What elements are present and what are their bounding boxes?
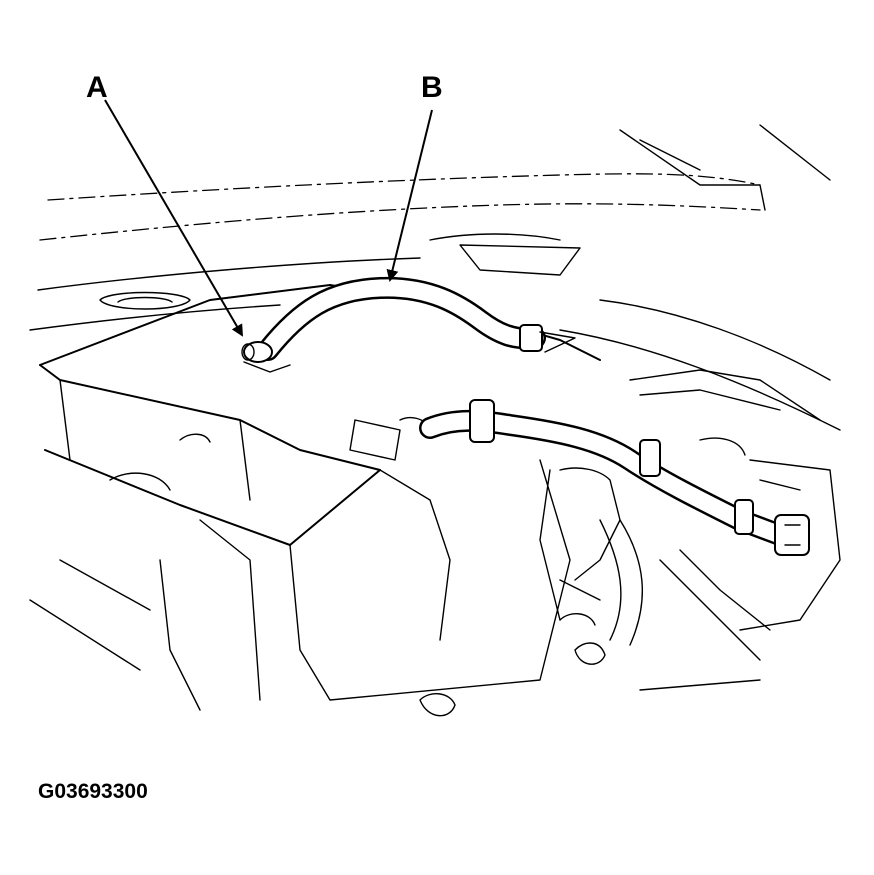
hose-b	[257, 276, 576, 361]
cylinder-head-cover	[29, 284, 601, 717]
lower-hose-clamp-left	[469, 399, 495, 443]
lower-hose-clamp-right	[734, 499, 754, 535]
intake-components	[539, 369, 841, 691]
hose-b-clamp	[519, 324, 543, 352]
callout-a: A	[86, 71, 108, 104]
lower-hose-clamp-mid	[639, 439, 661, 477]
lower-hose	[419, 399, 810, 556]
figure-id: G03693300	[38, 780, 148, 803]
leader-line-a	[104, 99, 244, 337]
callout-b: B	[421, 71, 443, 104]
clamp-a	[241, 341, 291, 373]
leader-line-b	[386, 109, 433, 282]
hood-outline	[29, 124, 841, 431]
throttle-connector	[774, 514, 810, 556]
